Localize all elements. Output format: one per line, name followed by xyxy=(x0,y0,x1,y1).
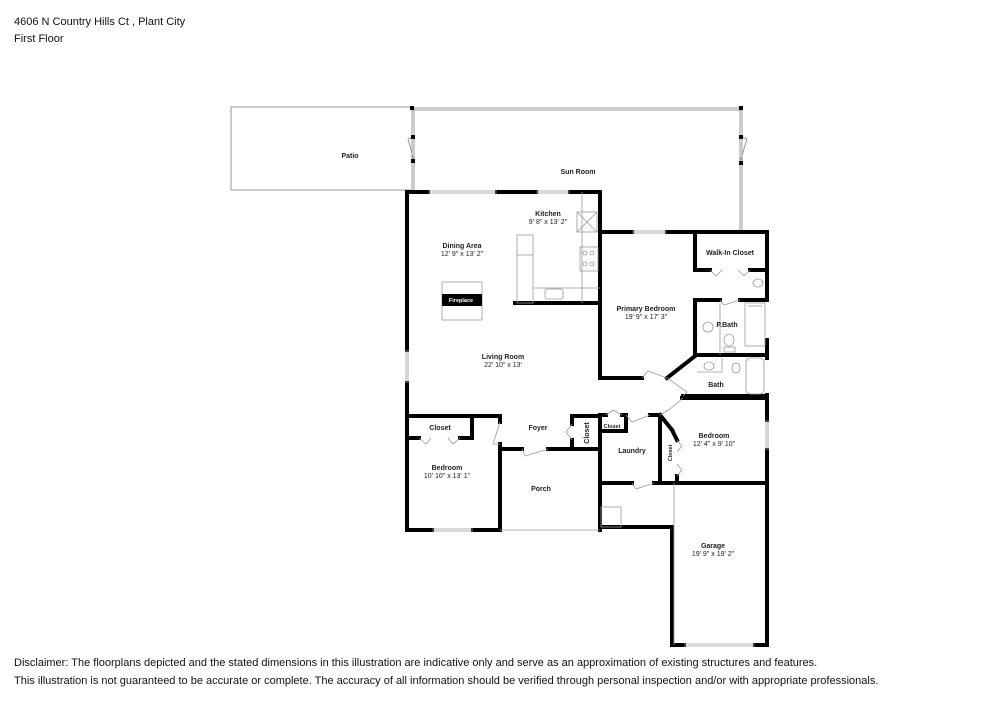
room-label-garage: Garage xyxy=(701,543,725,550)
room-label-living-room: Living Room xyxy=(482,354,524,361)
fireplace-block xyxy=(442,294,482,306)
room-dims-dining-area: 12' 9" x 13' 2" xyxy=(441,251,484,258)
room-label-closet-foyer: Closet xyxy=(584,422,591,444)
room-label-closet-laundry: Closet xyxy=(604,424,621,430)
room-dims-kitchen: 9' 8" x 13' 2" xyxy=(529,219,568,226)
walls xyxy=(405,190,769,647)
room-label-walk-in-closet: Walk-In Closet xyxy=(706,250,755,257)
post-markers xyxy=(410,106,743,165)
patio-outline xyxy=(230,106,413,191)
room-dims-living-room: 22' 10" x 13' xyxy=(484,362,522,369)
room-label-bedroom-2: Bedroom xyxy=(432,465,463,472)
room-label-sun-room: Sun Room xyxy=(561,169,596,176)
floor-label: First Floor xyxy=(14,33,64,45)
fireplace-label: Fireplace xyxy=(449,298,473,304)
fixtures xyxy=(405,190,769,647)
disclaimer-line-1: Disclaimer: The floorplans depicted and … xyxy=(14,657,818,669)
room-dims-primary-bedroom: 19' 9" x 17' 3" xyxy=(625,314,668,321)
room-label-closet-bedroom-3: Closet xyxy=(668,444,674,461)
room-label-laundry: Laundry xyxy=(618,448,646,455)
property-address: 4606 N Country Hills Ct , Plant City xyxy=(14,16,186,28)
room-label-primary-bedroom: Primary Bedroom xyxy=(617,306,676,313)
disclaimer-line-2: This illustration is not guaranteed to b… xyxy=(14,675,879,687)
room-label-dining-area: Dining Area xyxy=(442,243,481,250)
room-dims-bedroom-3: 12' 4" x 9' 10" xyxy=(693,441,736,448)
sun-room-outline xyxy=(407,107,748,232)
room-label-foyer: Foyer xyxy=(528,425,547,432)
room-label-kitchen: Kitchen xyxy=(535,211,561,218)
room-label-bath: Bath xyxy=(708,382,724,389)
room-label-patio: Patio xyxy=(341,153,358,160)
room-label-p-bath: P.Bath xyxy=(716,322,737,329)
room-dims-bedroom-2: 10' 10" x 13' 1" xyxy=(424,473,471,480)
room-label-bedroom-3: Bedroom xyxy=(699,433,730,440)
room-labels: Patio Sun Room Kitchen 9' 8" x 13' 2" Di… xyxy=(341,153,754,558)
room-label-porch: Porch xyxy=(531,486,551,493)
room-dims-garage: 19' 9" x 19' 2" xyxy=(692,551,735,558)
room-label-closet-bedroom: Closet xyxy=(429,425,451,432)
